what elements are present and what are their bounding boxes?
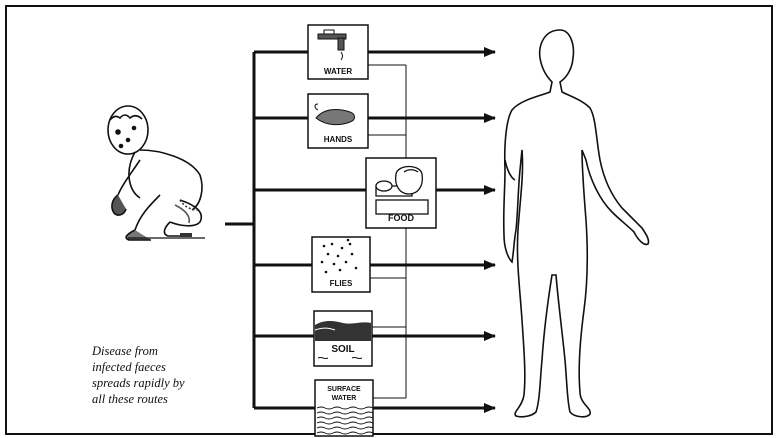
caption-line-3: spreads rapidly by (92, 375, 232, 391)
caption-line-2: infected faeces (92, 359, 232, 375)
caption-text: Disease from infected faeces spreads rap… (92, 343, 232, 407)
caption-line-4: all these routes (92, 391, 232, 407)
route-label-hands: HANDS (324, 135, 353, 144)
route-box-soil: SOIL (314, 311, 372, 366)
caption-line-1: Disease from (92, 343, 232, 359)
route-box-surface-water: SURFACE WATER (315, 380, 373, 436)
route-box-food: FOOD (366, 158, 436, 228)
route-label-food: FOOD (388, 213, 414, 223)
route-label-flies: FLIES (330, 279, 353, 288)
route-box-hands: HANDS (308, 94, 368, 148)
human-body-figure (504, 30, 649, 417)
route-label-soil: SOIL (331, 344, 354, 355)
route-label-surface-water-line1: SURFACE (327, 386, 361, 393)
route-label-surface-water-line2: WATER (332, 395, 357, 402)
route-label-water: WATER (324, 67, 353, 76)
route-box-water: WATER (308, 25, 368, 79)
infected-person-figure (108, 106, 205, 240)
route-box-flies: FLIES (312, 237, 370, 292)
